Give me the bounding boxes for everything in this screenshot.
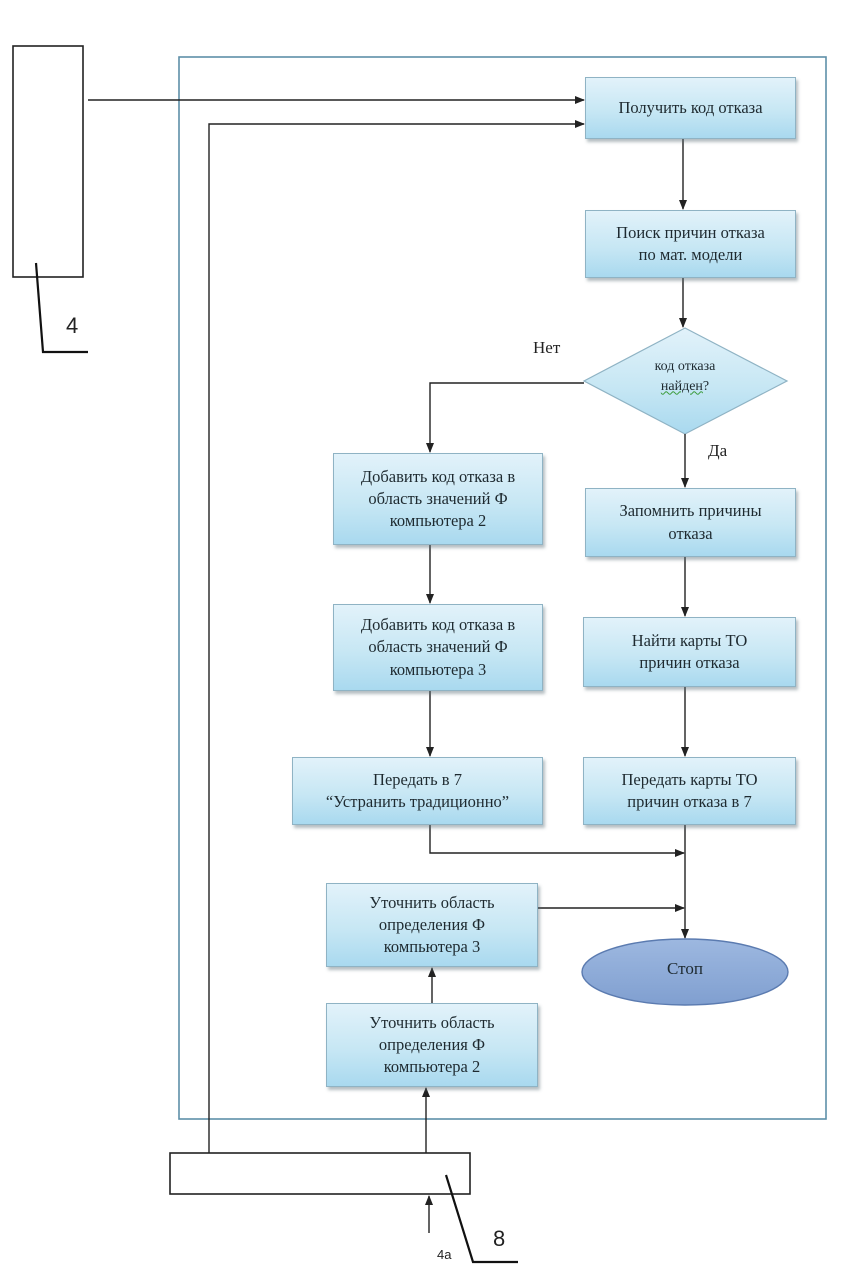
node-add-code-3-line1: Добавить код отказа в: [360, 615, 516, 635]
node-refine-2-line1: Уточнить область: [369, 1012, 495, 1032]
node-remember-causes-line2: отказа: [668, 523, 713, 543]
node-add-code-computer-3: Добавить код отказа в область значений Ф…: [333, 604, 543, 691]
node-add-code-2-line3: компьютера 2: [389, 511, 487, 531]
arrow-transfer-trad-to-stop-line: [429, 825, 685, 857]
connector-block8-to-get-code: [208, 120, 585, 1153]
block-8-number: 8: [493, 1226, 506, 1251]
node-add-code-computer-2: Добавить код отказа в область значений Ф…: [333, 453, 543, 545]
node-get-fault-code: Получить код отказа: [585, 77, 796, 139]
node-add-code-3-line2: область значений Ф: [368, 637, 508, 657]
node-add-code-2-line2: область значений Ф: [368, 488, 508, 508]
external-block-8: [169, 1152, 471, 1195]
stop-text: Стоп: [667, 959, 703, 978]
node-refine-3-line1: Уточнить область: [369, 892, 495, 912]
node-transfer-trad-line2: “Устранить традиционно”: [325, 792, 510, 811]
node-transfer-cards-line1: Передать карты ТО: [621, 769, 758, 789]
node-refine-3-line3: компьютера 3: [383, 937, 481, 957]
system-frame: [178, 56, 827, 1120]
input-4a-label: 4a: [437, 1247, 452, 1262]
node-refine-computer-3: Уточнить область определения Ф компьютер…: [326, 883, 538, 967]
decision-text: код отказа найден?: [604, 357, 766, 396]
node-refine-2-line2: определения Ф: [378, 1034, 486, 1054]
node-transfer-trad-line1: Передать в 7: [373, 769, 462, 789]
decision-question-mark: ?: [702, 378, 710, 394]
node-refine-2-line3: компьютера 2: [383, 1057, 481, 1077]
node-find-cards-line1: Найти карты ТО: [631, 630, 748, 650]
arrow-decision-no: [426, 382, 584, 453]
decision-text-line1: код отказа: [654, 359, 716, 374]
node-transfer-traditional: Передать в 7 “Устранить традиционно”: [292, 757, 543, 825]
node-refine-3-line2: определения Ф: [378, 914, 486, 934]
node-search-causes: Поиск причин отказа по мат. модели: [585, 210, 796, 278]
node-get-fault-code-text: Получить код отказа: [618, 97, 763, 117]
block-4-number: 4: [66, 313, 79, 338]
node-remember-causes: Запомнить причины отказа: [585, 488, 796, 557]
block-4-leader-line: [34, 262, 88, 354]
external-block-4: [12, 45, 84, 278]
decision-text-line2: найден: [660, 378, 703, 394]
node-remember-causes-line1: Запомнить причины: [619, 501, 762, 521]
branch-label-no: Нет: [533, 338, 561, 357]
node-add-code-2-line1: Добавить код отказа в: [360, 466, 516, 486]
node-transfer-cards: Передать карты ТО причин отказа в 7: [583, 757, 796, 825]
node-search-causes-line1: Поиск причин отказа: [616, 222, 765, 242]
node-transfer-cards-line2: причин отказа в 7: [627, 792, 752, 811]
node-add-code-3-line3: компьютера 3: [389, 659, 487, 679]
node-find-cards-line2: причин отказа: [639, 653, 740, 672]
node-refine-computer-2: Уточнить область определения Ф компьютер…: [326, 1003, 538, 1087]
node-search-causes-line2: по мат. модели: [638, 245, 743, 264]
stop-terminator: [581, 938, 789, 1006]
node-find-maintenance-cards: Найти карты ТО причин отказа: [583, 617, 796, 687]
block-8-leader-line: [444, 1174, 518, 1264]
branch-label-yes: Да: [708, 441, 728, 460]
